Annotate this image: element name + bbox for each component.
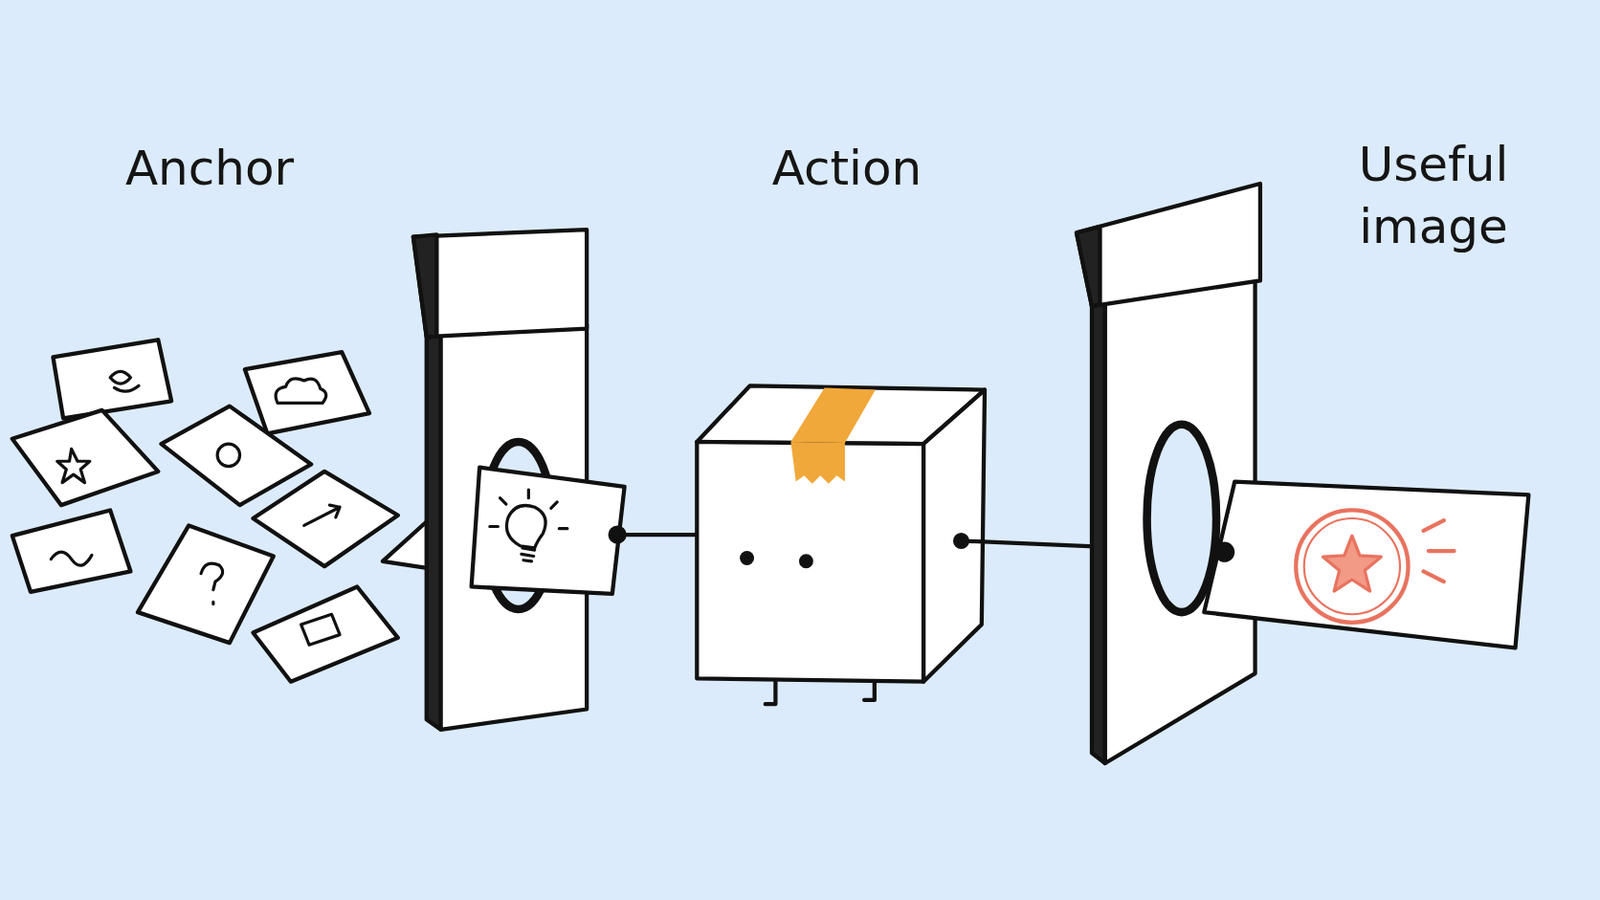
stage-label: Anchor [56,137,363,200]
right-gate [1076,183,1529,764]
lightbulb-icon [489,489,568,562]
left-gate [382,229,625,731]
star-badge-icon [1295,510,1454,623]
stage-label: Useful image [1328,133,1539,259]
scattered-cards [12,339,399,682]
stage-label: Action [693,137,1000,200]
